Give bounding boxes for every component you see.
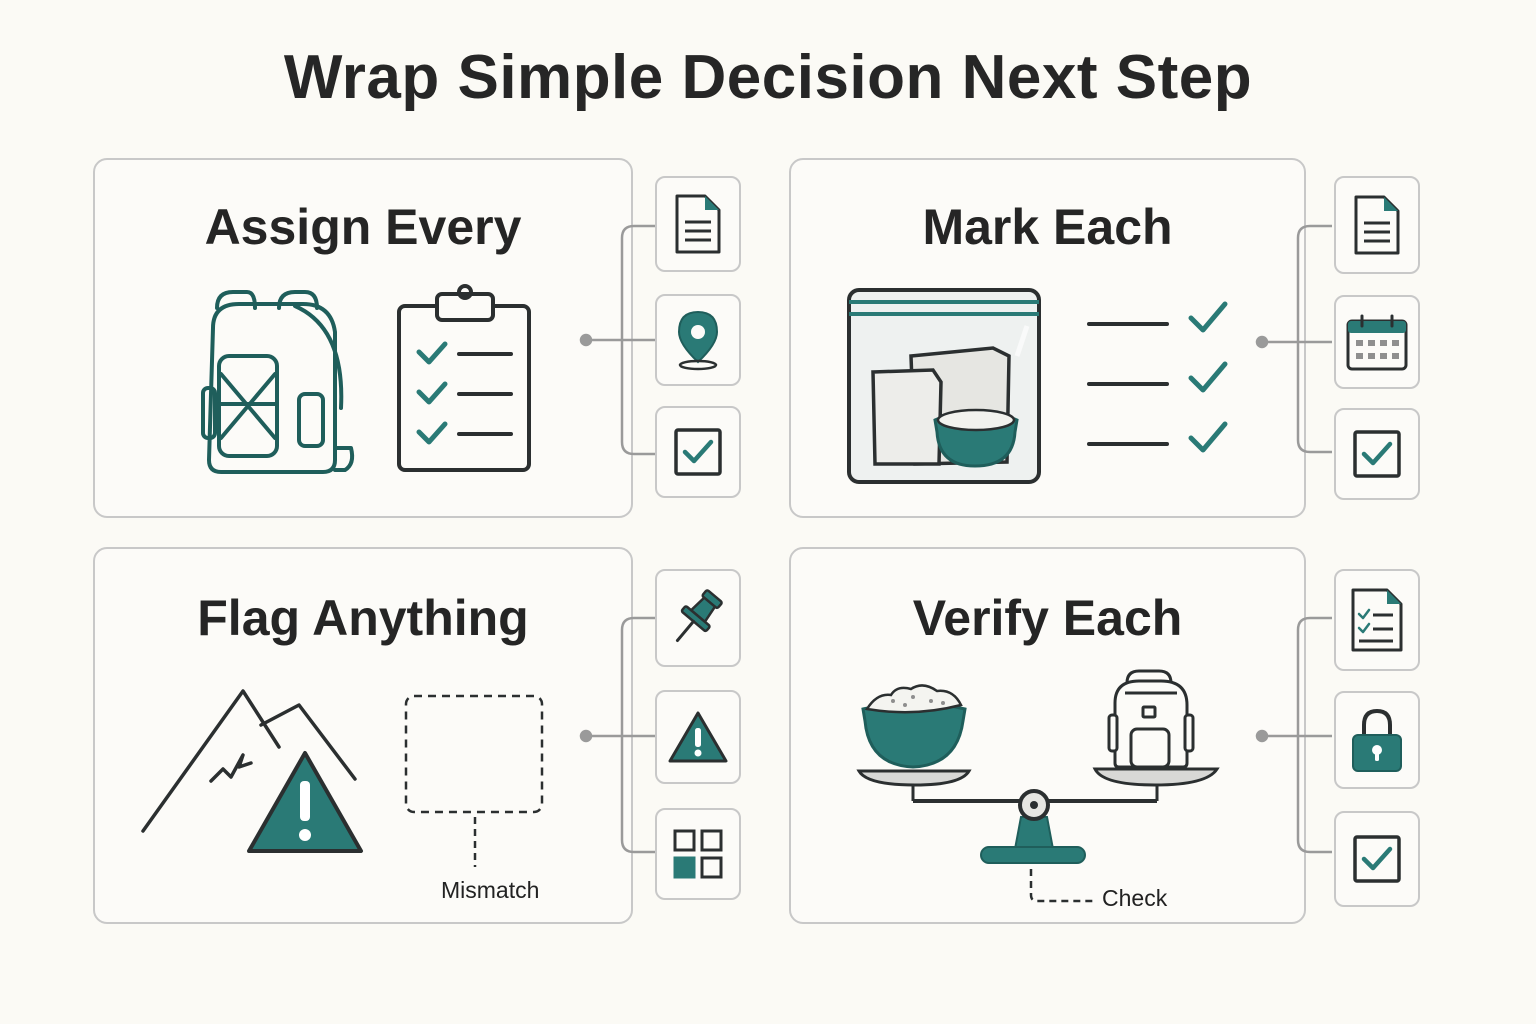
side-box-checkbox[interactable] bbox=[1334, 408, 1420, 500]
checkbox-icon bbox=[1353, 835, 1401, 883]
calendar-icon bbox=[1346, 314, 1408, 371]
mountain-warning-icon bbox=[141, 689, 363, 853]
connector-2 bbox=[1255, 224, 1332, 454]
panel-title: Verify Each bbox=[912, 590, 1183, 646]
checkbox-icon bbox=[674, 428, 722, 476]
grid-icon bbox=[673, 829, 723, 879]
side-box-checklist-document[interactable] bbox=[1334, 569, 1420, 671]
balance-scale-icon bbox=[856, 669, 1220, 864]
page-title: Wrap Simple Decision Next Step bbox=[283, 43, 1253, 112]
padlock-icon bbox=[1352, 708, 1402, 772]
clipboard-checklist-icon bbox=[397, 284, 531, 472]
checked-list-icon bbox=[1087, 301, 1228, 453]
side-box-pushpin[interactable] bbox=[655, 569, 741, 667]
side-box-grid[interactable] bbox=[655, 808, 741, 900]
checkbox-icon bbox=[1353, 430, 1401, 478]
mismatch-caption: Mismatch bbox=[441, 877, 540, 903]
panel-flag-anything: Flag Anything Mismatch bbox=[93, 547, 633, 924]
document-icon bbox=[1354, 195, 1400, 255]
panel-title: Flag Anything bbox=[197, 590, 529, 646]
side-box-checkbox[interactable] bbox=[1334, 811, 1420, 907]
warning-icon bbox=[668, 711, 728, 763]
connector-3 bbox=[579, 616, 656, 854]
backpack-icon bbox=[201, 290, 355, 474]
location-pin-icon bbox=[677, 310, 719, 371]
side-box-padlock[interactable] bbox=[1334, 691, 1420, 789]
side-box-document[interactable] bbox=[1334, 176, 1420, 274]
pushpin-icon bbox=[675, 589, 723, 643]
check-caption: Check bbox=[1102, 885, 1168, 911]
check-leader-line bbox=[1029, 869, 1095, 903]
panel-title: Assign Every bbox=[204, 199, 522, 255]
panel-assign-every: Assign Every bbox=[93, 158, 633, 518]
document-icon bbox=[675, 194, 721, 254]
panel-title: Mark Each bbox=[922, 199, 1173, 255]
side-box-location[interactable] bbox=[655, 294, 741, 386]
panel-mark-each: Mark Each bbox=[789, 158, 1306, 518]
panel-verify-each: Verify Each Check bbox=[789, 547, 1306, 924]
connector-1 bbox=[579, 224, 656, 456]
connector-4 bbox=[1255, 616, 1332, 854]
side-box-warning[interactable] bbox=[655, 690, 741, 784]
mismatch-placeholder-box bbox=[404, 694, 544, 867]
side-box-checkbox[interactable] bbox=[655, 406, 741, 498]
side-box-calendar[interactable] bbox=[1334, 295, 1420, 389]
food-storage-bag-icon bbox=[847, 288, 1041, 484]
checklist-document-icon bbox=[1351, 588, 1403, 652]
side-box-document[interactable] bbox=[655, 176, 741, 272]
